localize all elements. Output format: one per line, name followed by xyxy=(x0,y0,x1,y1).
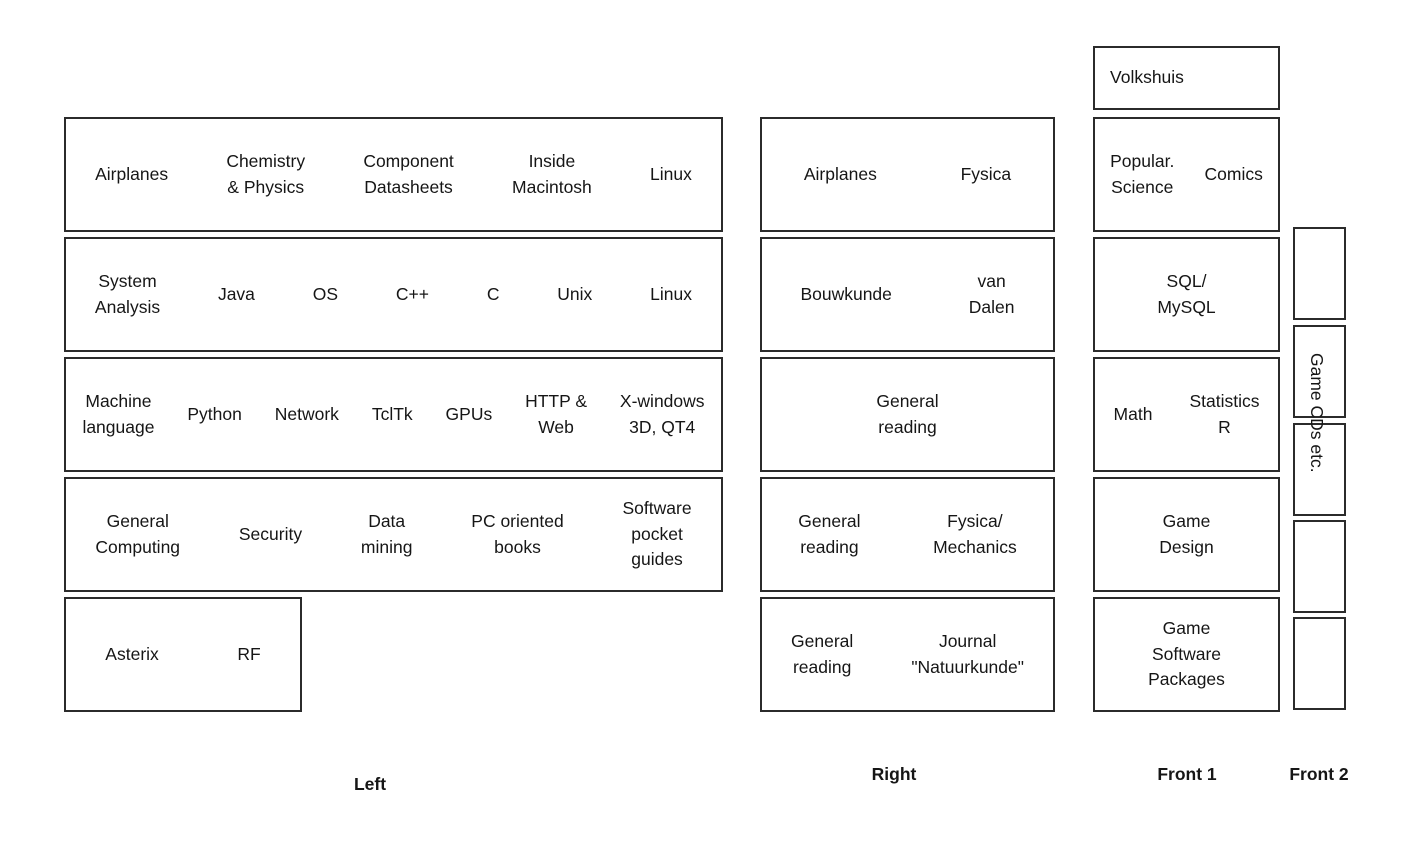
shelf-left-row1: Airplanes Chemistry & Physics Component Da… xyxy=(64,117,723,232)
shelf-left-row4: General Computing Security Data mining PC o… xyxy=(64,477,723,592)
shelf-front2-row1 xyxy=(1293,227,1346,320)
shelf-right-row4: General reading Fysica/ Mechanics xyxy=(760,477,1055,592)
shelf-item-label: Airplanes xyxy=(95,163,169,184)
shelf-item-label: Python xyxy=(187,403,242,424)
shelf-item-label: HTTP & Web xyxy=(525,391,588,437)
shelf-item-label: Security xyxy=(238,523,303,544)
front2-vertical-label: Game CDs etc. xyxy=(1307,353,1327,473)
shelf-item-label: Unix xyxy=(557,283,593,304)
column-label-front1: Front 1 xyxy=(1157,764,1217,784)
shelf-item-label: X-windows 3D, QT4 xyxy=(619,391,705,437)
shelf-item-label: Inside Macintosh xyxy=(512,151,592,197)
shelf-right-row5: General reading Journal "Natuurkunde" xyxy=(760,597,1055,712)
shelf-item-label: Popular. Science xyxy=(1110,151,1175,197)
shelf-item-label: RF xyxy=(237,643,261,664)
shelf-front2-row2 xyxy=(1293,325,1346,418)
shelf-item-label: Java xyxy=(217,283,255,304)
shelf-front2-row4 xyxy=(1293,520,1346,613)
column-label-left: Left xyxy=(353,774,387,794)
shelf-left-row3: Machine language Python Network TclTk GPUs HT… xyxy=(64,357,723,472)
shelf-front1-row4: Game Design xyxy=(1093,477,1280,592)
shelf-item-label: OS xyxy=(312,283,339,304)
column-label-front2: Front 2 xyxy=(1289,764,1349,784)
shelf-item-label: Software pocket guides xyxy=(622,498,692,570)
shelf-item-label: Asterix xyxy=(105,643,159,664)
shelf-item-label: GPUs xyxy=(445,403,493,424)
shelf-item-label: Linux xyxy=(650,163,692,184)
shelf-item-label: Game Design xyxy=(1159,511,1214,557)
shelf-item-label: Component Datasheets xyxy=(363,151,454,197)
shelf-item-label: Data mining xyxy=(360,511,413,557)
shelf-front1-row3: Math Statistics R xyxy=(1093,357,1280,472)
shelf-item-label: Comics xyxy=(1204,163,1263,184)
shelf-item-label: C xyxy=(486,283,500,304)
shelf-item-label: PC oriented books xyxy=(471,511,564,557)
shelf-item-label: Math xyxy=(1113,403,1153,424)
shelf-item-label: Network xyxy=(274,403,339,424)
shelf-item-label: General reading xyxy=(791,631,854,677)
shelf-front1-row5: Game Software Packages xyxy=(1093,597,1280,712)
shelf-item-label: Machine language xyxy=(82,391,155,437)
shelf-front2-row3 xyxy=(1293,423,1346,516)
shelf-item-label: System Analysis xyxy=(94,271,161,317)
shelf-item-label: van Dalen xyxy=(968,271,1015,317)
shelf-item-label: General Computing xyxy=(95,511,181,557)
shelf-item-label: Chemistry & Physics xyxy=(226,151,306,197)
shelf-item-label: Bouwkunde xyxy=(800,283,892,304)
shelf-front1-row2: SQL/ MySQL xyxy=(1093,237,1280,352)
shelf-front2-row5 xyxy=(1293,617,1346,710)
shelf-right-row2: Bouwkunde van Dalen xyxy=(760,237,1055,352)
shelf-front1-row1: Popular. Science Comics xyxy=(1093,117,1280,232)
column-label-right: Right xyxy=(871,764,917,784)
shelf-left-row5: Asterix RF xyxy=(64,597,302,712)
shelf-item-label: Journal "Natuurkunde" xyxy=(911,631,1024,677)
shelf-left-row2: System Analysis Java OS C++ C Unix Linux xyxy=(64,237,723,352)
shelf-item-label: C++ xyxy=(395,283,429,304)
shelf-item-label: SQL/ MySQL xyxy=(1157,271,1216,317)
shelf-item-label: Airplanes xyxy=(803,163,877,184)
shelf-item-label: General reading xyxy=(876,391,939,437)
shelf-item-label: Fysica xyxy=(960,163,1012,184)
shelf-item-label: Game Software Packages xyxy=(1148,618,1225,690)
shelf-right-row3: General reading xyxy=(760,357,1055,472)
shelf-front1-top: Volkshuis xyxy=(1093,46,1280,110)
shelf-item-label: General reading xyxy=(798,511,861,557)
shelf-item-label: Volkshuis xyxy=(1110,67,1184,88)
shelf-item-label: Linux xyxy=(650,283,692,304)
shelf-item-label: TclTk xyxy=(371,403,413,424)
shelf-item-label: Fysica/ Mechanics xyxy=(933,511,1017,557)
shelf-item-label: Statistics R xyxy=(1189,391,1260,437)
shelf-right-row1: Airplanes Fysica xyxy=(760,117,1055,232)
